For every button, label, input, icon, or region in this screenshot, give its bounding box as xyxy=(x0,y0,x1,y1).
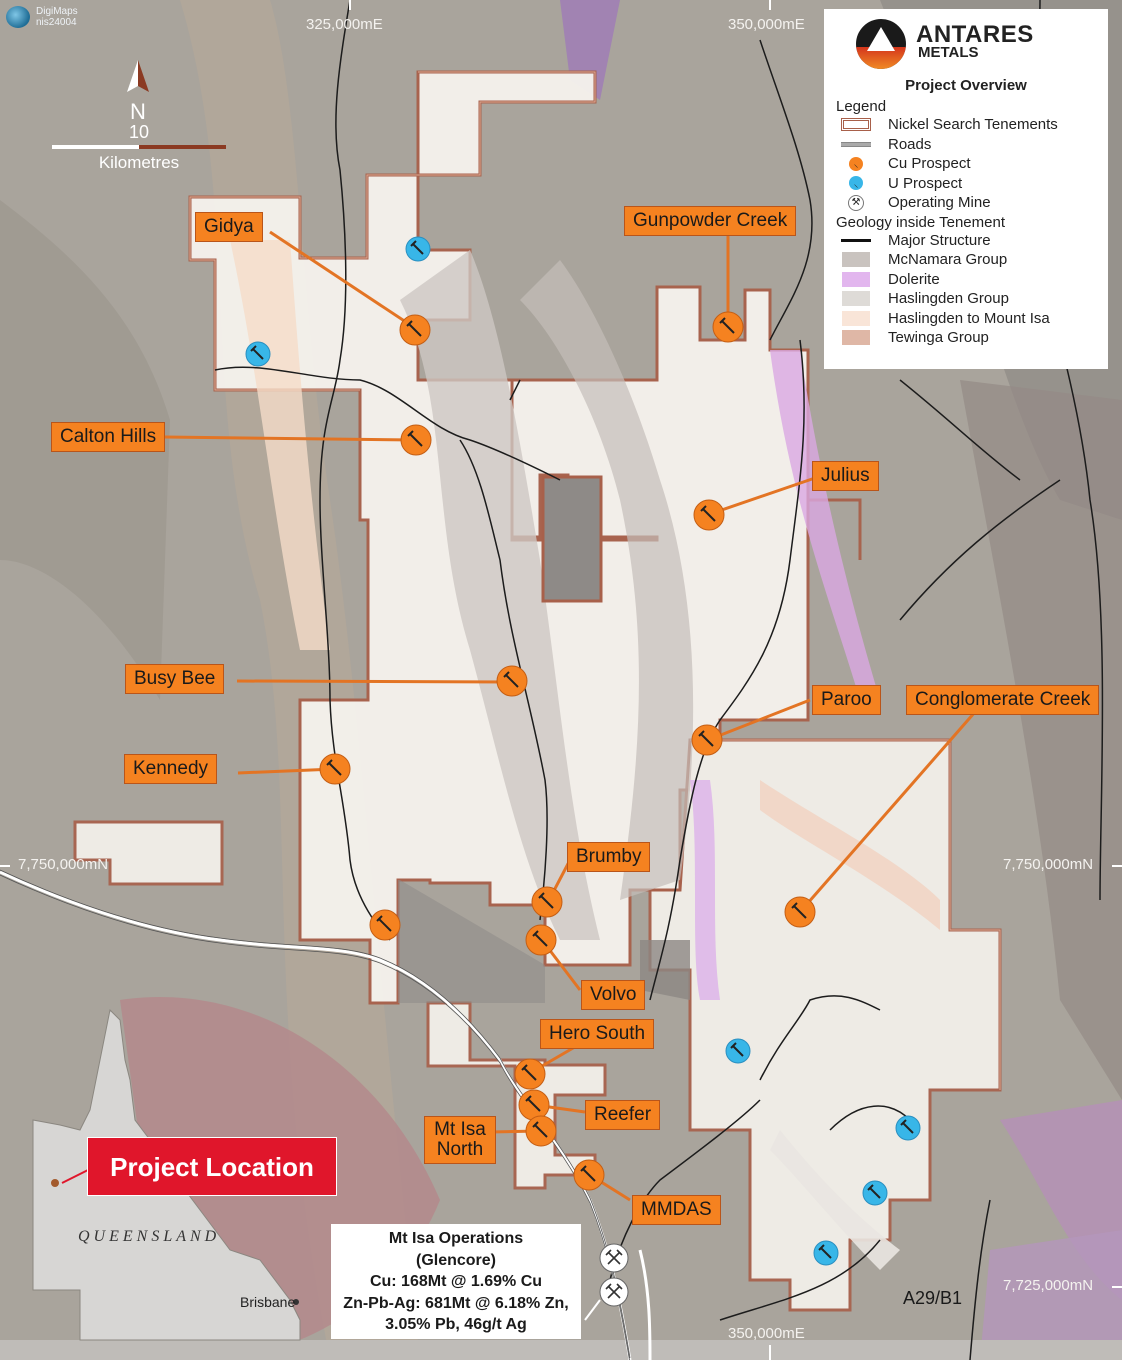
logo-name: ANTARES xyxy=(916,21,1034,48)
scale-bar: 10 Kilometres xyxy=(52,122,226,173)
legend-item-haslingden: Haslingden Group xyxy=(836,289,1096,309)
u-prospect-icon: ⸜ xyxy=(849,176,863,191)
geology-header: Geology inside Tenement xyxy=(836,213,1005,231)
callout-mmdas[interactable]: MMDAS xyxy=(632,1195,721,1225)
legend-item-u-prospect: ⸜ U Prospect xyxy=(836,174,1096,194)
source-name: DigiMaps xyxy=(36,6,78,17)
legend-item-tewinga: Tewinga Group xyxy=(836,328,1096,348)
easting-label-350000-top: 350,000mE xyxy=(728,16,805,33)
callout-gunpowder-creek[interactable]: Gunpowder Creek xyxy=(624,206,797,236)
callout-calton-hills[interactable]: Calton Hills xyxy=(51,422,166,452)
callout-conglomerate-creek[interactable]: Conglomerate Creek xyxy=(906,685,1100,715)
mt-isa-line-5: 3.05% Pb, 46g/t Ag xyxy=(385,1316,527,1333)
legend-item-haslingden-mount-isa: Haslingden to Mount Isa xyxy=(836,309,1096,329)
tenement-outline-icon xyxy=(841,118,871,132)
legend-item-mcnamara: McNamara Group xyxy=(836,250,1096,270)
callout-brumby[interactable]: Brumby xyxy=(567,842,651,872)
callout-paroo[interactable]: Paroo xyxy=(812,685,881,715)
legend-item-major-structure: Major Structure xyxy=(836,231,1096,251)
map-reference: A29/B1 xyxy=(903,1288,963,1308)
queensland-label: QUEENSLAND xyxy=(78,1228,221,1245)
legend-item-operating-mine: ⚒ Operating Mine xyxy=(836,193,1096,213)
legend-item-roads: Roads xyxy=(836,135,1096,155)
callout-hero-south[interactable]: Hero South xyxy=(540,1019,655,1049)
easting-label-350000-bottom: 350,000mE xyxy=(728,1325,805,1342)
callout-volvo[interactable]: Volvo xyxy=(581,980,646,1010)
logo-sub: METALS xyxy=(918,44,979,61)
road-line-icon xyxy=(841,141,871,147)
easting-label-325000: 325,000mE xyxy=(306,16,383,33)
operating-mine-icon: ⚒ xyxy=(848,194,864,211)
mcnamara-swatch xyxy=(842,252,870,268)
mt-isa-line-3: Cu: 168Mt @ 1.69% Cu xyxy=(369,1273,543,1290)
callout-mt-isa-north[interactable]: Mt Isa North xyxy=(424,1116,496,1164)
north-arrow-icon xyxy=(127,60,149,92)
mt-isa-line-2: (Glencore) xyxy=(415,1251,496,1269)
haslingden-mount-isa-swatch xyxy=(842,310,870,326)
northing-label-right-lower: 7,725,000mN xyxy=(1003,1277,1094,1294)
tewinga-swatch xyxy=(842,330,870,346)
project-location-callout[interactable]: Project Location xyxy=(87,1137,337,1196)
mt-isa-line-4: Zn-Pb-Ag: 681Mt @ 6.18% Zn, xyxy=(343,1294,569,1312)
northing-label-left: 7,750,000mN xyxy=(18,856,109,873)
mt-isa-operations-box: Mt Isa Operations (Glencore) Cu: 168Mt @… xyxy=(331,1224,581,1339)
scale-value: 10 xyxy=(128,122,150,142)
scale-unit: Kilometres xyxy=(98,153,180,172)
dolerite-swatch xyxy=(842,271,870,287)
source-id: nis24004 xyxy=(36,17,77,28)
antares-logo-icon xyxy=(856,19,906,69)
legend-title: Project Overview xyxy=(905,77,1027,94)
callout-julius[interactable]: Julius xyxy=(812,461,879,491)
callout-kennedy[interactable]: Kennedy xyxy=(124,754,218,784)
northing-label-right-upper: 7,750,000mN xyxy=(1003,856,1094,873)
brisbane-label: Brisbane xyxy=(240,1294,296,1310)
legend-item-dolerite: Dolerite xyxy=(836,270,1096,290)
legend-item-cu-prospect: ⸜ Cu Prospect xyxy=(836,154,1096,174)
legend-header: Legend xyxy=(836,98,887,115)
north-arrow: N xyxy=(118,60,158,123)
cu-prospect-icon: ⸜ xyxy=(849,156,863,171)
callout-busy-bee[interactable]: Busy Bee xyxy=(125,664,225,694)
callout-reefer[interactable]: Reefer xyxy=(585,1100,661,1130)
north-label: N xyxy=(130,99,146,124)
digimaps-badge: DigiMaps nis24004 xyxy=(6,6,78,28)
haslingden-swatch xyxy=(842,291,870,307)
mt-isa-line-1: Mt Isa Operations xyxy=(388,1230,524,1247)
antares-logo: ANTARES METALS xyxy=(856,19,1096,69)
legend-item-tenements: Nickel Search Tenements xyxy=(836,115,1096,135)
globe-icon xyxy=(6,6,30,28)
callout-gidya[interactable]: Gidya xyxy=(195,212,263,242)
scale-bar-graphic xyxy=(52,145,226,149)
major-structure-line-icon xyxy=(841,238,871,242)
legend-panel: ANTARES METALS Project Overview Legend N… xyxy=(824,9,1108,369)
